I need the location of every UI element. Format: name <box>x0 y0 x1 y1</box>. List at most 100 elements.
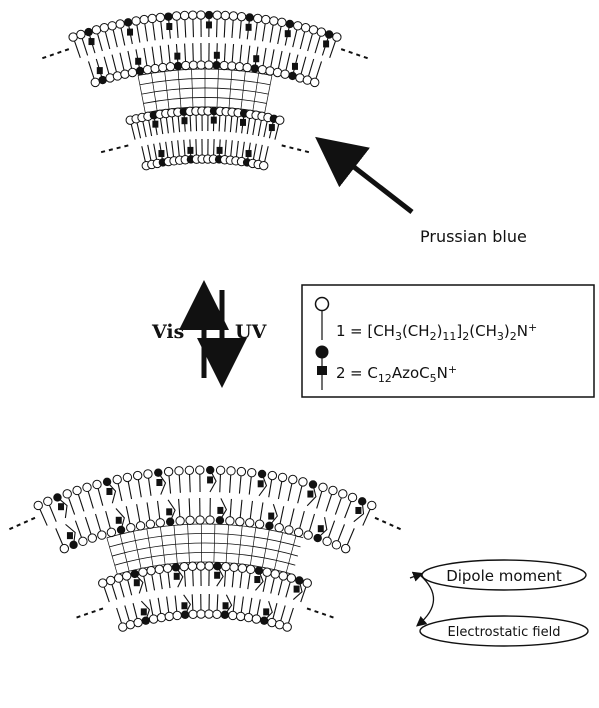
ammonium-lipid <box>143 48 151 74</box>
ammonium-lipid <box>326 486 337 511</box>
ammonium-lipid <box>270 17 278 43</box>
ammonium-lipid <box>213 11 221 37</box>
ammonium-lipid <box>149 599 157 623</box>
azo-lipid <box>216 498 227 524</box>
ammonium-lipid <box>285 509 294 535</box>
ammonium-lipid <box>104 57 114 82</box>
ammonium-lipid <box>125 605 135 628</box>
azobenzene-unit-icon <box>317 366 327 375</box>
ammonium-lipid <box>246 501 254 527</box>
ammonium-lipid <box>300 24 310 50</box>
ammonium-lipid <box>182 44 190 70</box>
ammonium-lipid <box>268 471 276 497</box>
ammonium-lipid <box>197 594 205 618</box>
ammonium-lipid <box>133 471 141 497</box>
legend-item2-formula: = C12AzoC5N+ <box>350 363 457 385</box>
ammonium-lipid <box>246 565 254 589</box>
ammonium-lipid <box>106 511 116 536</box>
azo-lipid <box>135 49 144 75</box>
ammonium-lipid <box>278 572 287 596</box>
ammonium-lipid <box>244 598 252 622</box>
azo-lipid <box>174 44 182 70</box>
azo-lipid <box>166 500 175 526</box>
ammonium-lipid <box>288 475 297 501</box>
ammonium-lipid <box>120 53 129 79</box>
ammonium-lipid <box>186 498 194 524</box>
ammonium-lipid <box>197 43 205 69</box>
legend-item2-index: 2 <box>336 364 346 382</box>
azo-lipid <box>206 466 216 492</box>
azo-lipid <box>212 43 220 69</box>
ammonium-lipid <box>73 486 84 511</box>
ammonium-lipid <box>237 597 245 621</box>
legend-box: 1 = [CH3(CH2)11]2(CH3)2N+ 2 = C12AzoC5N+ <box>302 285 594 397</box>
ammonium-lipid <box>220 44 228 70</box>
ammonium-lipid <box>230 563 238 587</box>
ammonium-lipid <box>262 15 270 41</box>
ammonium-lipid <box>235 45 243 71</box>
prussian-blue-pointer-arrow <box>323 143 412 212</box>
azo-lipid <box>164 12 172 38</box>
ammonium-lipid <box>117 608 127 631</box>
ammonium-lipid <box>237 12 245 38</box>
ammonium-lipid <box>123 473 131 499</box>
ammonium-lipid <box>132 17 140 43</box>
ammonium-lipid <box>112 55 122 81</box>
ammonium-lipid <box>173 596 181 620</box>
ammonium-lipid <box>308 26 318 51</box>
ammonium-lipid <box>222 562 230 586</box>
lipid-1-headgroup-icon <box>316 298 329 311</box>
ammonium-lipid <box>136 504 144 530</box>
ammonium-lipid <box>271 570 280 594</box>
photoswitch-arrows: Vis UV <box>151 290 268 378</box>
bilayer-stack-top <box>42 11 367 170</box>
uv-label: UV <box>235 321 268 343</box>
ammonium-lipid <box>243 46 251 72</box>
lipid-2-headgroup-icon <box>316 346 329 359</box>
ammonium-lipid <box>205 562 213 586</box>
vis-label: Vis <box>151 321 184 343</box>
ammonium-lipid <box>151 47 159 73</box>
ammonium-lipid <box>144 470 152 496</box>
ammonium-lipid <box>298 478 307 504</box>
ammonium-lipid <box>205 594 213 618</box>
ammonium-lipid <box>216 466 224 492</box>
ammonium-lipid <box>341 528 354 552</box>
ammonium-lipid <box>185 466 193 492</box>
ammonium-lipid <box>188 562 196 586</box>
ammonium-lipid <box>205 43 213 69</box>
prussian-blue-label: Prussian blue <box>420 227 527 246</box>
ammonium-lipid <box>206 498 214 524</box>
ammonium-lipid <box>197 562 205 586</box>
ammonium-lipid <box>157 598 165 622</box>
ammonium-lipid <box>56 528 69 552</box>
ammonium-lipid <box>363 501 376 525</box>
azo-lipid <box>154 468 165 494</box>
ammonium-lipid <box>238 564 246 588</box>
azo-lipid <box>258 470 267 496</box>
ammonium-lipid <box>221 11 229 37</box>
electrostatic-field-label: Electrostatic field <box>448 625 561 640</box>
ammonium-lipid <box>165 597 173 621</box>
azo-lipid <box>254 566 263 590</box>
ammonium-lipid <box>293 22 302 48</box>
ammonium-lipid <box>44 497 57 522</box>
ammonium-lipid <box>248 468 256 494</box>
ammonium-lipid <box>266 49 274 75</box>
ammonium-lipid <box>294 511 304 536</box>
ammonium-lipid <box>180 11 188 37</box>
ammonium-lipid <box>335 490 347 515</box>
field-annotations: Dipole moment Electrostatic field <box>410 560 588 646</box>
ammonium-lipid <box>166 45 174 71</box>
ammonium-lipid <box>93 480 103 505</box>
ammonium-lipid <box>213 594 221 618</box>
ammonium-lipid <box>255 502 263 528</box>
ammonium-lipid <box>175 467 183 493</box>
ammonium-lipid <box>159 46 167 72</box>
ammonium-lipid <box>126 506 135 532</box>
ammonium-lipid <box>83 483 94 508</box>
legend-item1-index: 1 <box>336 322 346 340</box>
dipole-moment-label: Dipole moment <box>446 567 562 585</box>
ammonium-lipid <box>254 14 262 40</box>
